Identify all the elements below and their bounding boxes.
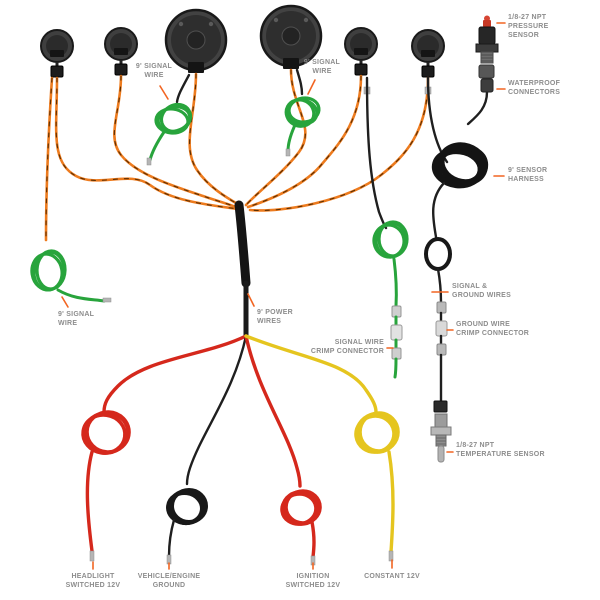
- gauge-3: [164, 8, 228, 73]
- signal-wire-coil-1: [154, 102, 193, 135]
- leader-lines: [61, 22, 506, 570]
- constant-tail: [387, 450, 395, 554]
- headlight-tail: [85, 450, 94, 553]
- screw: [178, 21, 184, 27]
- headlight-wire-coil: [81, 410, 131, 455]
- label-temperature-sensor: 1/8-27 NPT TEMPERATURE SENSOR: [456, 442, 545, 459]
- power-wire-2-stripe: [113, 75, 241, 210]
- wire-tip: [285, 148, 291, 157]
- signal-tail-coil2: [286, 123, 297, 153]
- label-pressure-sensor: 1/8-27 NPT PRESSURE SENSOR: [508, 14, 549, 40]
- label-signal-wire-left: 9' SIGNAL WIRE: [58, 311, 95, 328]
- label-signal-wire-top-right: 9' SIGNAL WIRE: [303, 59, 341, 76]
- label-ignition: IGNITION SWITCHED 12V: [285, 573, 341, 590]
- ignition-wire-coil: [280, 489, 322, 526]
- signal-crimp-chain: [390, 305, 403, 379]
- sensor-harness-coil: [431, 142, 489, 189]
- gauge-2: [104, 27, 138, 76]
- label-vehicle-ground: VEHICLE/ENGINE GROUND: [137, 573, 201, 590]
- signal-lead-coil1: [175, 73, 191, 104]
- screw: [303, 17, 309, 23]
- label-ground-crimp: GROUND WIRE CRIMP CONNECTOR: [456, 321, 530, 338]
- power-wire-junction: [234, 200, 251, 288]
- waterproof-connectors: [478, 64, 495, 93]
- gauge-5: [344, 27, 378, 76]
- signal-ground-coil: [372, 220, 409, 259]
- wire-tip: [146, 157, 152, 166]
- label-signal-crimp: SIGNAL WIRE CRIMP CONNECTOR: [310, 339, 384, 356]
- label-sensor-harness: 9' SENSOR HARNESS: [508, 167, 548, 184]
- signal-chain-lead: [392, 257, 398, 308]
- signal-run-left: [44, 76, 54, 242]
- power-wire-1: [54, 76, 240, 211]
- label-signal-ground-wires: SIGNAL & GROUND WIRES: [452, 283, 511, 300]
- signal-tail-left: [56, 288, 106, 303]
- screw: [208, 21, 214, 27]
- power-wire-4: [244, 68, 307, 207]
- temperature-sensor: [430, 400, 452, 463]
- power-wire-2: [113, 74, 242, 211]
- signal-lead-coil2: [295, 68, 304, 96]
- gauge-4: [259, 4, 323, 69]
- screw: [273, 17, 279, 23]
- label-constant: CONSTANT 12V: [364, 573, 420, 580]
- pressure-sensor: [475, 15, 499, 64]
- power-wire-5-stripe: [247, 75, 362, 208]
- ground-wire-loop: [424, 237, 452, 271]
- label-signal-wire-top-left: 9' SIGNAL WIRE: [135, 63, 173, 80]
- ground-chain-lead: [436, 267, 443, 304]
- wire-tip: [388, 550, 394, 562]
- headlight-wire: [102, 334, 248, 414]
- ground-wire-coil: [166, 488, 208, 526]
- label-power-wires: 9' POWER WIRES: [257, 309, 293, 326]
- gauge-6: [411, 29, 445, 78]
- ground-crimp-chain: [435, 301, 448, 403]
- ignition-tail: [310, 520, 316, 559]
- signal-wire-coil-left: [30, 249, 67, 292]
- wire-tip: [89, 550, 95, 562]
- power-wire-1-stripe: [55, 77, 239, 210]
- signal-run-right: [365, 76, 388, 230]
- constant-wire: [244, 334, 378, 414]
- power-wire-6-stripe: [249, 77, 429, 211]
- constant-wire-coil: [354, 411, 400, 454]
- label-waterproof-connectors: WATERPROOF CONNECTORS: [508, 80, 561, 97]
- wire-tip: [102, 297, 112, 303]
- harness-lead-sensor: [466, 90, 489, 126]
- harness-exit-wire: [432, 181, 446, 239]
- power-wire-3-stripe: [189, 73, 242, 207]
- ground-wire: [185, 334, 248, 486]
- signal-wire-coil-2: [284, 96, 321, 128]
- power-wire-3: [188, 72, 243, 208]
- gauge-1: [40, 29, 74, 78]
- signal-run-left-stripe: [45, 77, 53, 241]
- signal-tail-coil1: [148, 130, 166, 162]
- ignition-wire: [244, 334, 302, 488]
- label-headlight: HEADLIGHT SWITCHED 12V: [65, 573, 121, 590]
- ground-tail: [167, 518, 176, 558]
